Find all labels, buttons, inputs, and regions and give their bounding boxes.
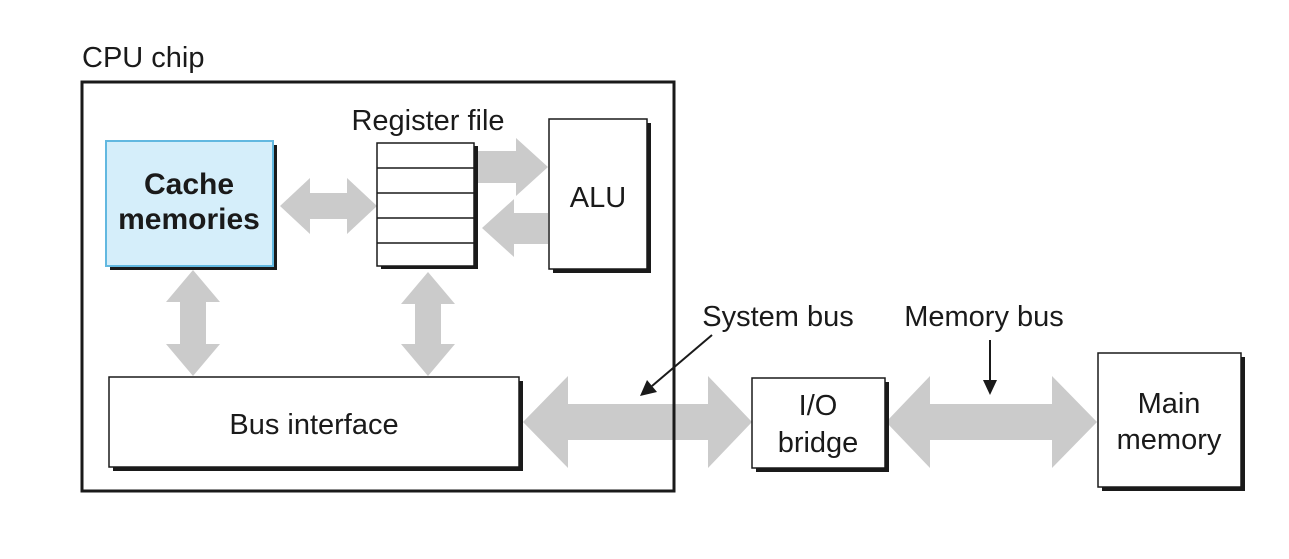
main-memory-box: Main memory <box>1097 352 1245 491</box>
system-bus-label: System bus <box>702 301 854 333</box>
memory-bus-pointer <box>983 340 997 395</box>
io-bridge-box: I/O bridge <box>751 377 889 472</box>
memory-bus-label: Memory bus <box>904 301 1064 333</box>
cpu-chip-label: CPU chip <box>82 42 205 74</box>
alu-label: ALU <box>570 182 626 214</box>
cache-memories-box: Cache memories <box>105 140 277 270</box>
register-file-label: Register file <box>351 105 504 137</box>
io-bridge-label-line1: I/O <box>799 390 838 422</box>
register-bus-arrow <box>401 272 455 376</box>
cache-label-line1: Cache <box>144 168 234 201</box>
main-memory-label-line1: Main <box>1138 388 1201 420</box>
cache-register-arrow <box>280 178 377 234</box>
cache-label-line2: memories <box>118 203 260 236</box>
bus-interface-box: Bus interface <box>108 376 523 471</box>
bus-interface-label: Bus interface <box>229 409 398 441</box>
alu-box: ALU <box>548 118 651 273</box>
cache-bus-arrow <box>166 270 220 376</box>
system-bus-arrow <box>523 376 752 468</box>
register-file-box <box>376 142 478 269</box>
cpu-chip-outline <box>80 80 676 493</box>
main-memory-label-line2: memory <box>1117 424 1222 456</box>
system-bus-pointer <box>640 334 713 396</box>
alu-to-register-arrow <box>482 199 548 257</box>
io-bridge-label-line2: bridge <box>778 427 859 459</box>
register-to-alu-arrow <box>476 138 548 196</box>
memory-bus-arrow <box>886 376 1097 468</box>
